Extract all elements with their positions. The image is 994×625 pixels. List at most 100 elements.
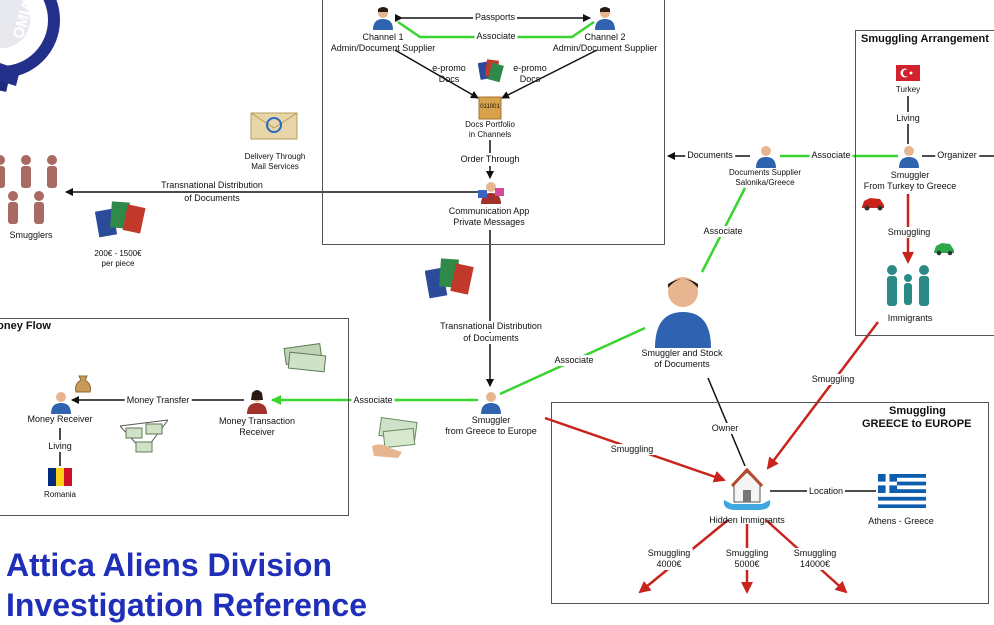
money-bag-icon xyxy=(75,375,91,393)
trans-dist-left-label-2: of Documents xyxy=(182,193,242,204)
smuggling-turkey-label: Smuggling xyxy=(885,227,933,238)
trans-dist-center-label-1: Transnational Distribution xyxy=(438,321,544,332)
hidden-immigrants-label: Hidden Immigrants xyxy=(709,515,785,525)
out3-label-1: Smuggling xyxy=(791,548,839,559)
money-flow-title: Money Flow xyxy=(0,320,51,332)
associate-stock-europe-label: Associate xyxy=(552,355,596,366)
delivery-label-1: Delivery Through xyxy=(244,152,306,161)
documents-label: Documents xyxy=(685,150,735,161)
order-through-label: Order Through xyxy=(458,154,522,165)
money-tx-person-icon xyxy=(247,390,267,414)
channel1-person-icon xyxy=(373,7,393,30)
out2-label-1: Smuggling xyxy=(723,548,771,559)
smuggler-turkey-label-2: From Turkey to Greece xyxy=(863,181,957,191)
cash-hand-icon xyxy=(372,417,418,458)
immigrants-label: Immigrants xyxy=(887,313,933,323)
edge-channel1-portfolio xyxy=(394,49,479,99)
trans-dist-center-label-2: of Documents xyxy=(461,333,521,344)
price-label-2: per piece xyxy=(101,259,135,268)
romania-flag-icon xyxy=(48,468,72,486)
greece-flag-icon xyxy=(878,474,926,508)
comm-app-label-1: Communication App xyxy=(448,206,530,216)
turkey-label: Turkey xyxy=(895,85,921,94)
envelope-icon xyxy=(250,112,298,140)
green-car-icon xyxy=(934,243,954,256)
portfolio-label-1: Docs Portfolio xyxy=(465,120,515,129)
organizer-label: Organizer xyxy=(935,150,979,161)
eprom-right-1: e-promo xyxy=(513,63,547,73)
smugglers-group-icon xyxy=(0,155,57,224)
smuggler-europe-label-2: from Greece to Europe xyxy=(445,426,537,436)
channel2-label-2: Admin/Document Supplier xyxy=(552,43,658,53)
doc-supplier-label-1: Documents Supplier xyxy=(728,168,802,177)
greece-europe-title-2: GREECE to EUROPE xyxy=(862,418,972,430)
money-flow-box xyxy=(0,318,349,516)
edge-smuggling-from-immigrants xyxy=(766,321,879,470)
house-icon xyxy=(723,467,771,510)
channel1-label-2: Admin/Document Supplier xyxy=(330,43,436,53)
money-stack-icon xyxy=(283,343,327,373)
stock-label-1: Smuggler and Stock xyxy=(641,348,723,358)
money-tx-label-2: Receiver xyxy=(239,427,275,437)
comm-app-label-2: Private Messages xyxy=(453,217,525,227)
main-heading: Attica Aliens Division xyxy=(6,547,332,583)
money-tx-label-1: Money Transaction xyxy=(218,416,296,426)
doc-supplier-label-2: Salonika/Greece xyxy=(735,178,795,187)
stock-person-icon xyxy=(655,277,711,348)
smuggler-turkey-label-1: Smuggler xyxy=(890,170,930,180)
smuggler-turkey-person-icon xyxy=(899,146,919,168)
money-receiver-label: Money Receiver xyxy=(27,414,93,424)
channel2-person-icon xyxy=(595,7,615,30)
delivery-label-2: Mail Services xyxy=(251,162,299,171)
folder-icon xyxy=(478,96,502,120)
channel1-label-1: Channel 1 xyxy=(362,32,404,42)
portfolio-code: 011001 xyxy=(480,104,500,110)
edge-owner xyxy=(707,377,746,467)
out3-label-2: 14000€ xyxy=(797,559,833,570)
portfolio-label-2: in Channels xyxy=(468,130,512,139)
doc-supplier-person-icon xyxy=(756,146,776,168)
living-romania-label: Living xyxy=(46,441,74,452)
eprom-left-1: e-promo xyxy=(432,63,466,73)
eprom-right-2: Docs xyxy=(519,74,541,84)
turkey-flag-icon xyxy=(896,65,920,81)
out1-label-1: Smuggling xyxy=(645,548,693,559)
smuggling-from-immigrants-label: Smuggling xyxy=(809,374,857,385)
smuggling-to-hidden-label: Smuggling xyxy=(608,444,656,455)
out1-label-2: 4000€ xyxy=(654,559,684,570)
smugglers-label: Smugglers xyxy=(9,230,53,240)
greece-europe-title-1: Smuggling xyxy=(889,405,946,417)
eprom-left-2: Docs xyxy=(438,74,460,84)
money-transfer-icon xyxy=(119,419,169,453)
edge-channel2-portfolio xyxy=(501,49,598,99)
passports-stack-icon xyxy=(95,201,146,238)
arrangement-title: Smuggling Arrangement xyxy=(861,33,989,45)
channel2-label-1: Channel 2 xyxy=(584,32,626,42)
red-car-icon xyxy=(862,198,884,211)
out2-label-2: 5000€ xyxy=(732,559,762,570)
sub-heading: Investigation Reference xyxy=(6,587,367,623)
location-label: Location xyxy=(806,486,846,497)
associate-money-label: Associate xyxy=(351,395,395,406)
channel-box xyxy=(322,0,665,245)
trans-dist-left-label-1: Transnational Distribution xyxy=(159,180,265,191)
passports-label: Passports xyxy=(472,12,518,23)
arrangement-box xyxy=(855,30,994,336)
price-label-1: 200€ - 1500€ xyxy=(94,249,142,258)
police-logo-icon xyxy=(0,0,60,92)
stock-label-2: of Documents xyxy=(654,359,710,369)
passport-icon xyxy=(478,59,504,83)
associate-supplier-stock-label: Associate xyxy=(701,226,745,237)
smuggler-europe-person-icon xyxy=(481,392,501,414)
associate-top-label: Associate xyxy=(474,31,518,42)
romania-label: Romania xyxy=(43,490,77,499)
athens-label: Athens - Greece xyxy=(868,516,934,526)
comm-app-icon xyxy=(478,182,504,204)
money-transfer-label: Money Transfer xyxy=(124,395,192,406)
smuggler-europe-label-1: Smuggler xyxy=(471,415,511,425)
passports-center-icon xyxy=(425,258,474,299)
immigrants-group-icon xyxy=(887,265,929,306)
living-turkey-label: Living xyxy=(894,113,922,124)
money-receiver-person-icon xyxy=(51,392,71,414)
